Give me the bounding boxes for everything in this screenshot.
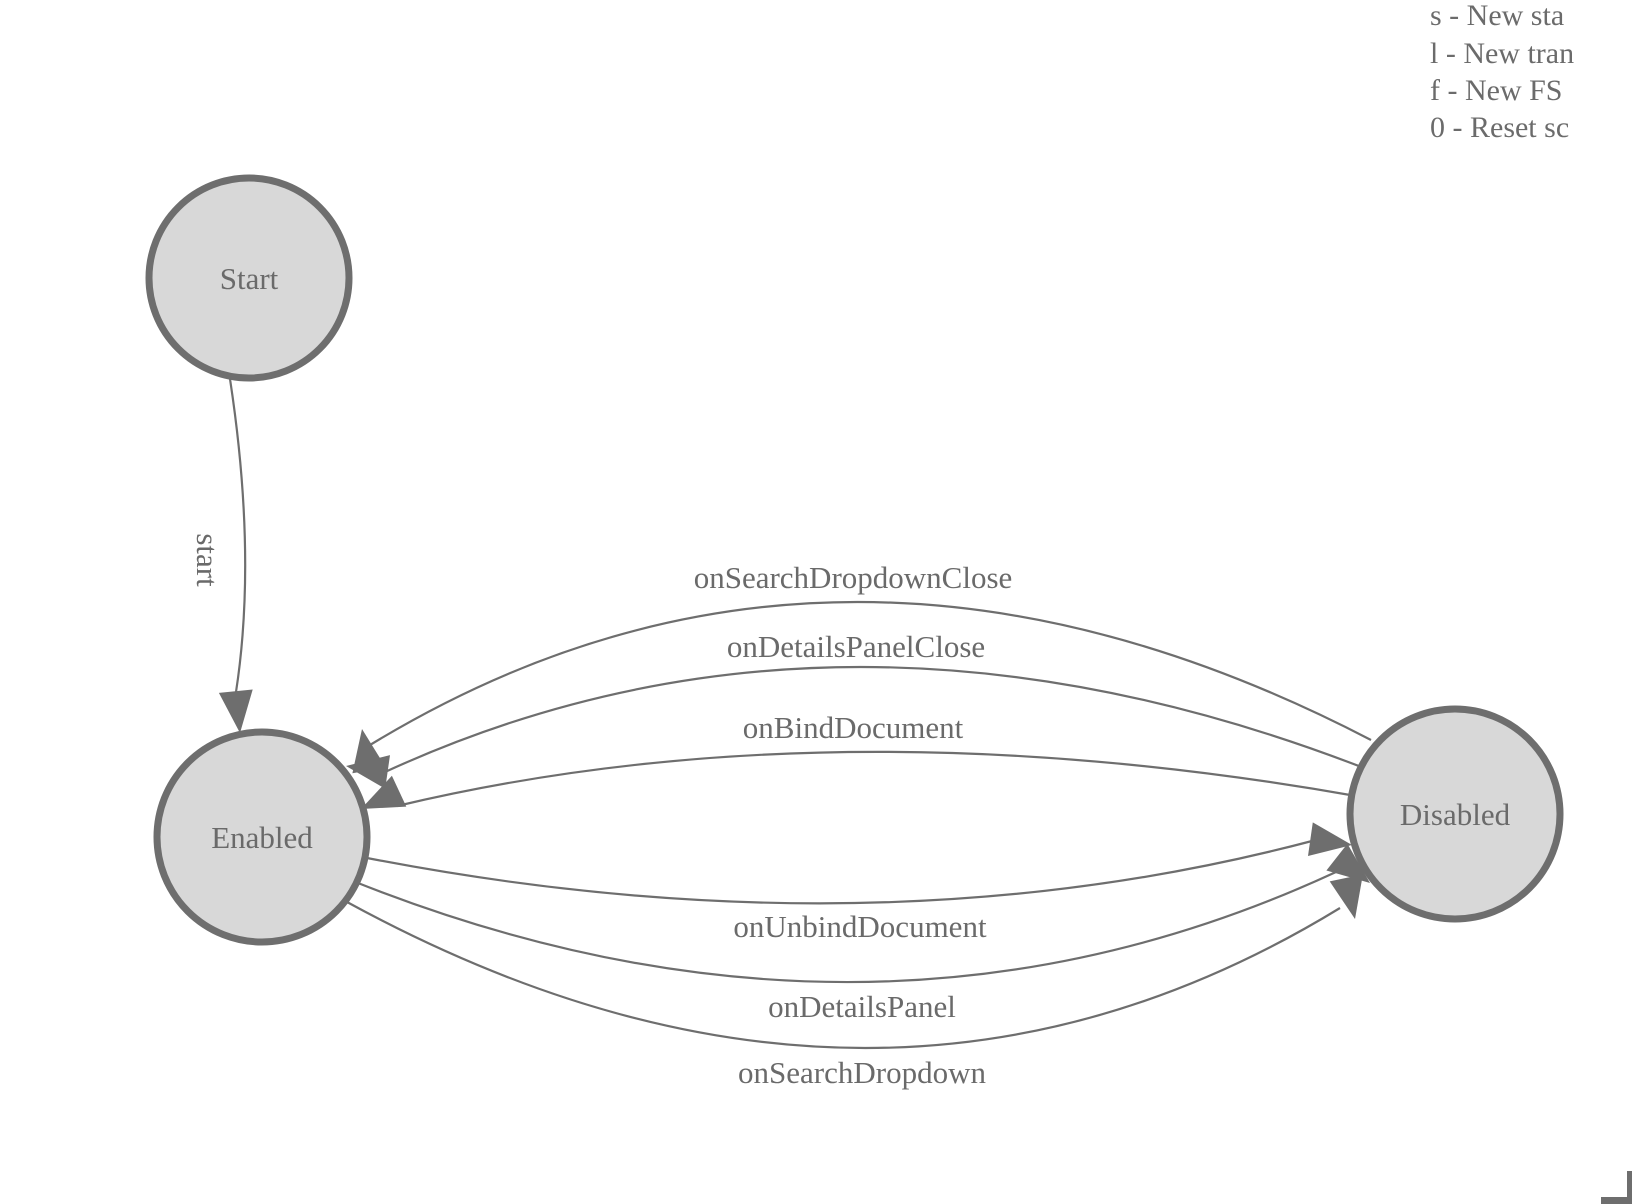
transition-label-start[interactable]: start — [190, 533, 225, 587]
transition-edge-onSearchDropdownClose[interactable] — [369, 600, 1372, 746]
transition-edge-start[interactable] — [228, 378, 247, 693]
legend-line-new-fsm: f - New FS — [1430, 74, 1563, 107]
corner-bracket — [1601, 1171, 1632, 1204]
arrowhead-onSearchDropdown-into-disabled[interactable] — [1329, 874, 1363, 919]
transition-label-onDetailsPanelClose[interactable]: onDetailsPanelClose — [727, 629, 985, 664]
corner-bracket-vertical — [1627, 1171, 1632, 1204]
transition-label-onUnbindDocument[interactable]: onUnbindDocument — [733, 909, 987, 944]
state-node-enabled: Enabled — [153, 728, 371, 946]
state-label-enabled: Enabled — [211, 820, 313, 855]
state-circle-disabled[interactable] — [1346, 705, 1564, 923]
corner-bracket-horizontal — [1601, 1197, 1632, 1204]
arrowhead-onDetailsPanel-into-disabled[interactable] — [1326, 843, 1370, 883]
shortcut-legend: s - New sta l - New tran f - New FS 0 - … — [1430, 0, 1574, 144]
legend-line-reset: 0 - Reset sc — [1430, 111, 1569, 144]
state-label-start: Start — [220, 261, 279, 296]
transition-label-onDetailsPanel[interactable]: onDetailsPanel — [768, 989, 956, 1024]
transition-edge-onBindDocument[interactable] — [396, 750, 1357, 808]
arrowhead-onBindDocument-into-enabled[interactable] — [361, 775, 407, 809]
arrowhead-start-into-enabled[interactable] — [218, 689, 253, 734]
state-label-disabled: Disabled — [1400, 797, 1511, 832]
state-circle-enabled[interactable] — [153, 728, 371, 946]
state-circle-start[interactable] — [145, 174, 353, 382]
transition-edge-onSearchDropdown[interactable] — [346, 901, 1341, 1050]
legend-line-new-state: s - New sta — [1430, 0, 1564, 32]
arrowhead-onDetailsPanelClose-into-enabled[interactable] — [346, 755, 390, 789]
transition-label-onSearchDropdownClose[interactable]: onSearchDropdownClose — [694, 560, 1013, 595]
arrowhead-onUnbindDocument-into-disabled[interactable] — [1308, 822, 1352, 856]
transition-edge-onDetailsPanel[interactable] — [357, 871, 1337, 984]
state-node-start: Start — [145, 174, 353, 382]
transition-edge-onUnbindDocument[interactable] — [366, 839, 1313, 905]
legend-line-new-transition: l - New tran — [1430, 37, 1574, 70]
state-node-disabled: Disabled — [1346, 705, 1564, 923]
transition-label-onSearchDropdown[interactable]: onSearchDropdown — [738, 1055, 986, 1090]
transition-label-onBindDocument[interactable]: onBindDocument — [743, 710, 964, 745]
transition-edge-onDetailsPanelClose[interactable] — [384, 665, 1365, 773]
